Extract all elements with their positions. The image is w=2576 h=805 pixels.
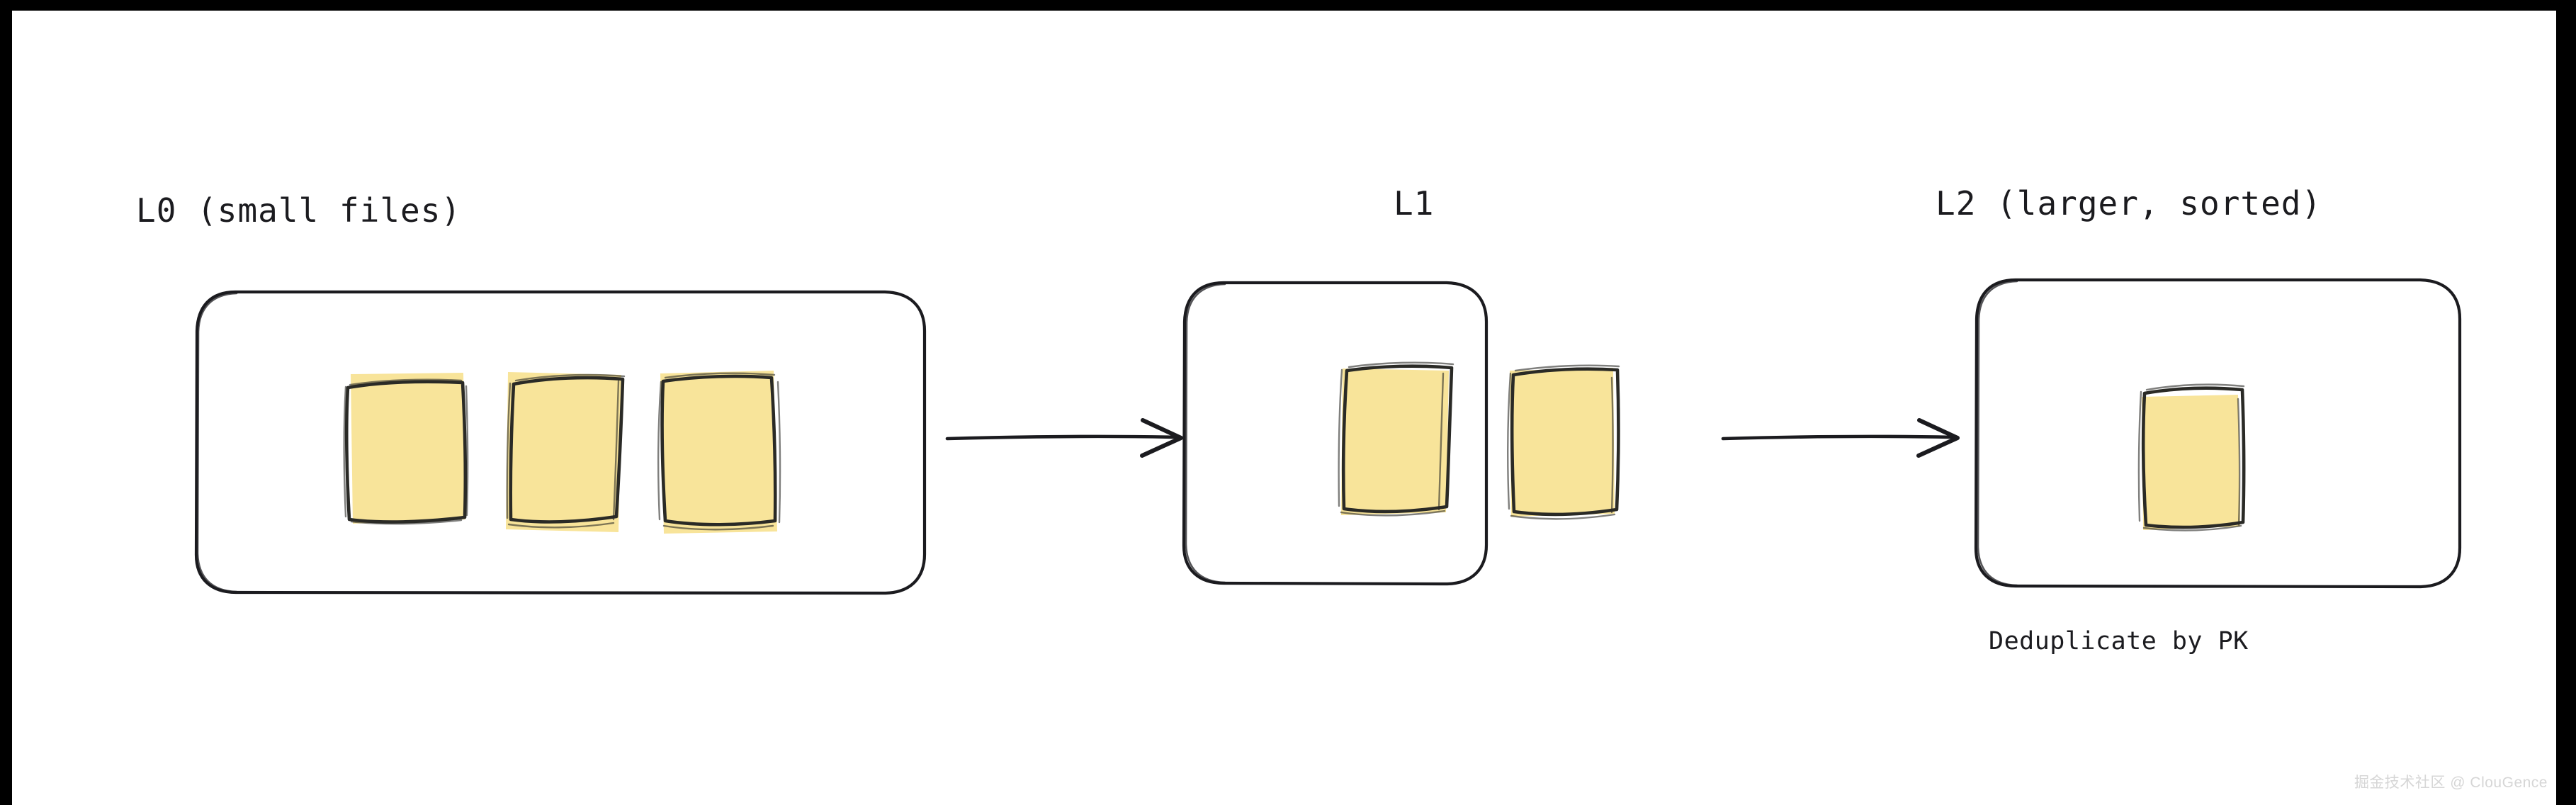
file-rect-l0-1 [343, 373, 469, 525]
level-box-l0 [194, 290, 927, 595]
arrow-l1-l2 [1721, 418, 1960, 458]
level-label-l1: L1 [1394, 184, 1435, 223]
file-rect-l0-2 [506, 372, 626, 532]
file-rect-l1-2 [1507, 364, 1620, 520]
sketch-layer [194, 278, 2462, 595]
file-rect-l2-1 [2137, 383, 2246, 531]
file-rect-l0-3 [657, 371, 781, 534]
level-caption-l2: Deduplicate by PK [1989, 627, 2249, 655]
level-label-l0: L0 (small files) [136, 191, 462, 230]
watermark: 掘金技术社区 @ ClouGence [2354, 775, 2548, 791]
drawing-surface: L0 (small files) L1 L2 (larger, sorted) … [12, 11, 2556, 805]
level-box-l2 [1974, 278, 2462, 589]
level-box-l1 [1182, 281, 1488, 586]
level-label-l2: L2 (larger, sorted) [1936, 184, 2322, 223]
file-rect-l1-1 [1338, 361, 1454, 517]
arrow-l0-l1 [945, 418, 1183, 458]
